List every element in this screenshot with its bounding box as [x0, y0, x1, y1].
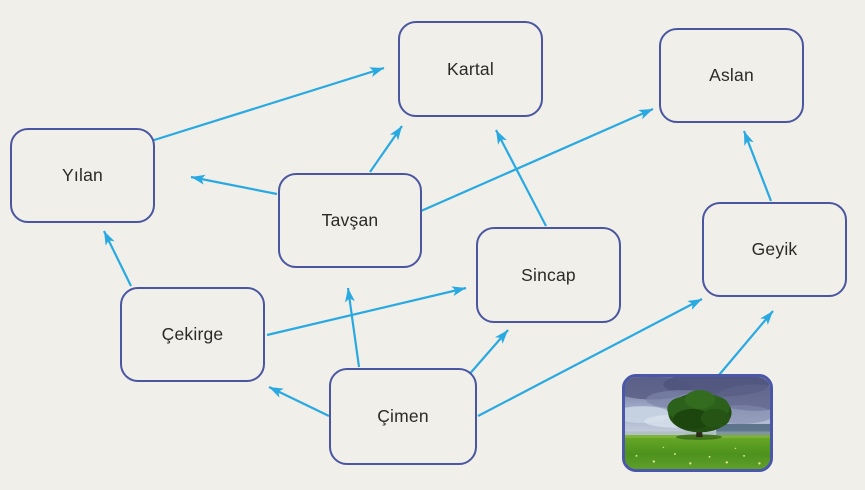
tree-in-meadow-image: [625, 377, 770, 469]
node-sincap: Sincap: [476, 227, 621, 323]
node-aslan-label: Aslan: [709, 65, 754, 85]
arrow-tavsan-to-aslan: [420, 107, 654, 213]
arrow-photo-to-geyik: [718, 310, 774, 376]
node-cekirge: Çekirge: [120, 287, 265, 382]
arrow-tavsan-to-yilan: [190, 174, 278, 196]
arrow-cekirge-to-yilan: [103, 230, 132, 287]
node-tavsan: Tavşan: [278, 173, 422, 268]
arrow-yilan-to-kartal: [150, 66, 385, 143]
node-kartal-label: Kartal: [447, 58, 494, 79]
node-cimen: Çimen: [329, 368, 477, 465]
arrow-cekirge-to-sincap: [266, 286, 467, 337]
node-yilan-label: Yılan: [62, 165, 103, 185]
node-yilan: Yılan: [10, 128, 155, 223]
node-cimen-label: Çimen: [377, 406, 429, 426]
node-kartal: Kartal: [398, 21, 543, 117]
node-tavsan-label: Tavşan: [321, 210, 379, 230]
arrow-cimen-to-cekirge: [268, 386, 330, 417]
node-aslan: Aslan: [659, 28, 804, 123]
node-sincap-label: Sincap: [521, 264, 576, 285]
arrow-geyik-to-aslan: [742, 130, 773, 202]
arrow-sincap-to-kartal: [495, 129, 547, 227]
arrow-tavsan-to-kartal: [369, 125, 403, 173]
node-cekirge-label: Çekirge: [161, 324, 224, 344]
node-geyik: Geyik: [702, 202, 847, 297]
arrow-cimen-to-sincap: [466, 329, 509, 378]
arrow-cimen-to-tavsan: [344, 287, 361, 368]
node-geyik-label: Geyik: [751, 239, 798, 259]
grass-photo: [622, 374, 773, 472]
